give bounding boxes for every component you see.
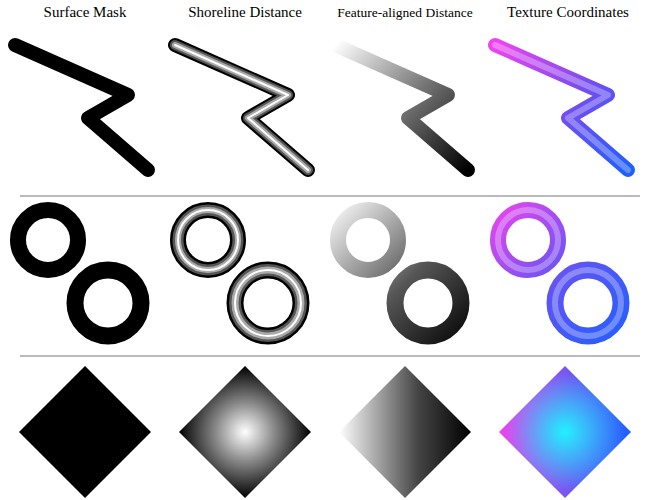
rings-feature (338, 210, 461, 336)
diamond-feature (339, 366, 471, 498)
rings-mask (18, 210, 141, 336)
zigzag-mask (15, 45, 148, 170)
diamond-texture (499, 366, 631, 498)
column-header: Texture Coordinates (507, 4, 629, 21)
column-header: Surface Mask (44, 4, 127, 21)
diamond-mask (19, 366, 151, 498)
zigzag-feature (335, 45, 468, 170)
rings-distance (178, 210, 301, 336)
zigzag-distance (175, 45, 308, 170)
column-header: Feature-aligned Distance (337, 5, 472, 21)
row-separator (20, 356, 640, 357)
column-header: Shoreline Distance (188, 4, 302, 21)
row-separator (20, 196, 640, 197)
zigzag-texture (495, 45, 628, 170)
rings-texture (498, 210, 621, 336)
diamond-distance (179, 366, 311, 498)
